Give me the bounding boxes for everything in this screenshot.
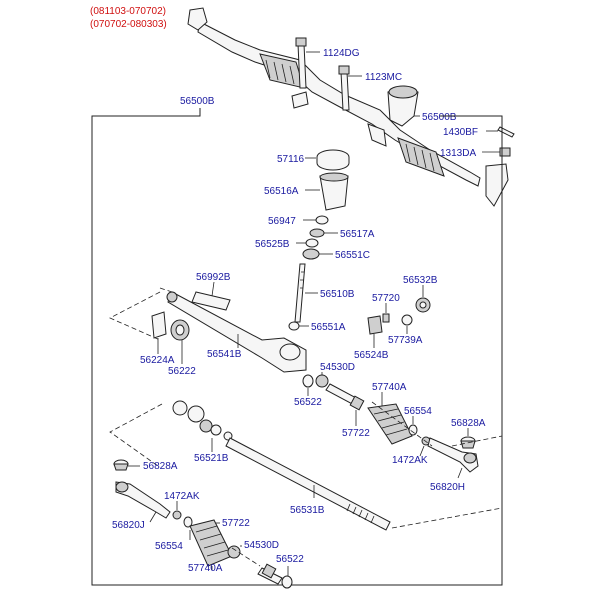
label-56532B: 56532B — [403, 275, 438, 286]
part-56521B — [172, 400, 233, 441]
label-1472AK-b: 1472AK — [164, 491, 200, 502]
label-1430BF: 1430BF — [443, 127, 478, 138]
part-57720 — [382, 313, 390, 323]
part-56525B — [305, 238, 319, 248]
label-1123MC: 1123MC — [365, 72, 402, 83]
label-56516A: 56516A — [264, 186, 299, 197]
label-56522-b: 56522 — [276, 554, 304, 565]
label-56820H: 56820H — [430, 482, 465, 493]
label-56992B: 56992B — [196, 272, 231, 283]
label-56531B: 56531B — [290, 505, 325, 516]
label-56828A-b: 56828A — [143, 461, 178, 472]
label-1313DA: 1313DA — [440, 148, 476, 159]
part-56522-b — [281, 575, 293, 589]
label-56554-b: 56554 — [155, 541, 183, 552]
label-57722-a: 57722 — [342, 428, 370, 439]
label-56947: 56947 — [268, 216, 296, 227]
label-56551A: 56551A — [311, 322, 346, 333]
label-56517A: 56517A — [340, 229, 375, 240]
part-56947 — [315, 215, 329, 225]
part-56554-a — [408, 424, 418, 436]
steering-gear-assembly-illustration — [187, 7, 515, 207]
label-56554-a: 56554 — [404, 406, 432, 417]
part-56551C — [302, 248, 320, 260]
part-56222 — [170, 319, 190, 341]
date-range-2: (070702-080303) — [90, 19, 167, 30]
label-56521B: 56521B — [194, 453, 229, 464]
part-56554-b — [183, 516, 193, 528]
part-57740A-a — [367, 403, 413, 445]
label-56500B-top: 56500B — [180, 96, 215, 107]
label-57722-b: 57722 — [222, 518, 250, 529]
part-56992B — [191, 291, 231, 311]
part-56541B — [166, 291, 307, 373]
label-56541B: 56541B — [207, 349, 242, 360]
part-56532B — [415, 297, 431, 313]
label-56510B: 56510B — [320, 289, 355, 300]
part-57722-a — [325, 383, 365, 411]
label-1472AK-a: 1472AK — [392, 455, 428, 466]
label-56222: 56222 — [168, 366, 196, 377]
part-57739A — [401, 314, 413, 326]
label-57740A-b: 57740A — [188, 563, 223, 574]
label-57740A-a: 57740A — [372, 382, 407, 393]
part-56551A — [288, 321, 300, 331]
part-56828A-a — [460, 436, 476, 449]
label-56820J: 56820J — [112, 520, 145, 531]
part-56510B — [294, 263, 306, 323]
label-57720: 57720 — [372, 293, 400, 304]
label-57116: 57116 — [277, 154, 305, 165]
part-56522-a — [302, 374, 314, 388]
part-56517A — [309, 228, 325, 238]
label-54530D-b: 54530D — [244, 540, 279, 551]
part-54530D-b — [227, 545, 241, 559]
part-1472AK-b — [172, 510, 182, 520]
part-56531B — [225, 437, 391, 531]
part-56820J — [115, 481, 171, 519]
part-54530D-a — [315, 374, 329, 388]
label-56500B-right: 56500B — [422, 112, 457, 123]
label-56524B: 56524B — [354, 350, 389, 361]
label-56828A-a: 56828A — [451, 418, 486, 429]
part-57116 — [316, 149, 350, 171]
part-56820H — [427, 437, 479, 473]
date-range-1: (081103-070702) — [90, 6, 166, 17]
label-56224A: 56224A — [140, 355, 175, 366]
part-56224A — [151, 311, 167, 339]
part-56516A — [319, 172, 349, 211]
label-56522-a: 56522 — [294, 397, 322, 408]
part-56524B — [367, 315, 383, 335]
label-57739A: 57739A — [388, 335, 423, 346]
label-1124DG: 1124DG — [323, 48, 360, 59]
part-inner-rod-left — [257, 563, 283, 585]
label-54530D-a: 54530D — [320, 362, 355, 373]
part-56828A-b — [113, 459, 129, 471]
label-56551C: 56551C — [335, 250, 370, 261]
label-56525B: 56525B — [255, 239, 290, 250]
